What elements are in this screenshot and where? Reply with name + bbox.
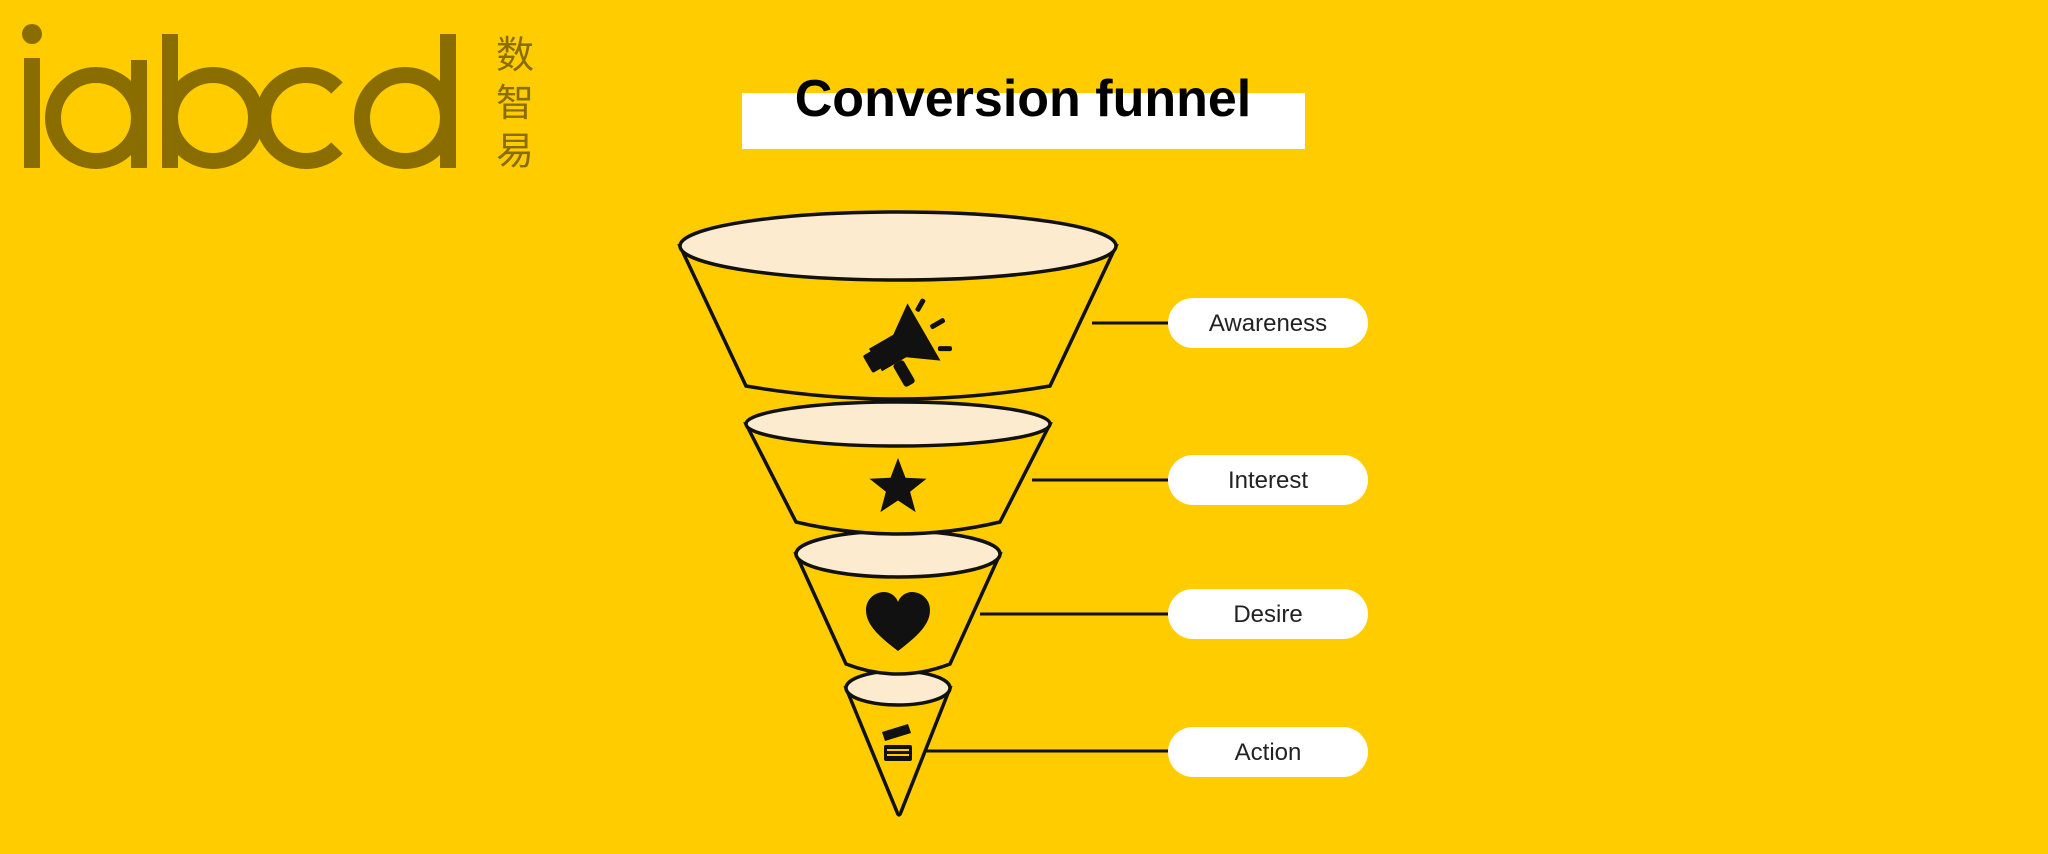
logo-chinese-1: 数: [496, 35, 534, 77]
funnel-segment-awareness: [677, 210, 1119, 401]
label-desire-text: Desire: [1233, 601, 1302, 628]
megaphone-icon: [863, 298, 952, 387]
logo-chinese-2: 智: [496, 83, 534, 125]
funnel-segment-desire: [793, 529, 1003, 676]
label-desire: Desire: [1168, 589, 1368, 639]
title-highlight: [742, 93, 1305, 149]
logo-wordmark-shape: [22, 24, 456, 169]
title-block: Conversion funnel: [742, 70, 1305, 149]
label-interest-text: Interest: [1228, 467, 1308, 494]
logo: iabcd 数 智 易: [22, 24, 534, 173]
label-awareness-text: Awareness: [1209, 310, 1327, 337]
label-action-text: Action: [1235, 739, 1302, 766]
connector-lines: [924, 321, 1170, 753]
heart-icon: [866, 592, 930, 651]
funnel: [677, 210, 1119, 817]
label-interest: Interest: [1168, 455, 1368, 505]
funnel-segment-action: [843, 669, 953, 817]
star-icon: [869, 458, 927, 513]
stage-labels: Awareness Interest Desire Action: [1168, 298, 1368, 777]
logo-chinese-3: 易: [496, 131, 534, 173]
label-action: Action: [1168, 727, 1368, 777]
page-title: Conversion funnel: [795, 70, 1251, 128]
funnel-segment-interest: [743, 400, 1053, 536]
clapperboard-icon: [882, 724, 912, 761]
label-awareness: Awareness: [1168, 298, 1368, 348]
